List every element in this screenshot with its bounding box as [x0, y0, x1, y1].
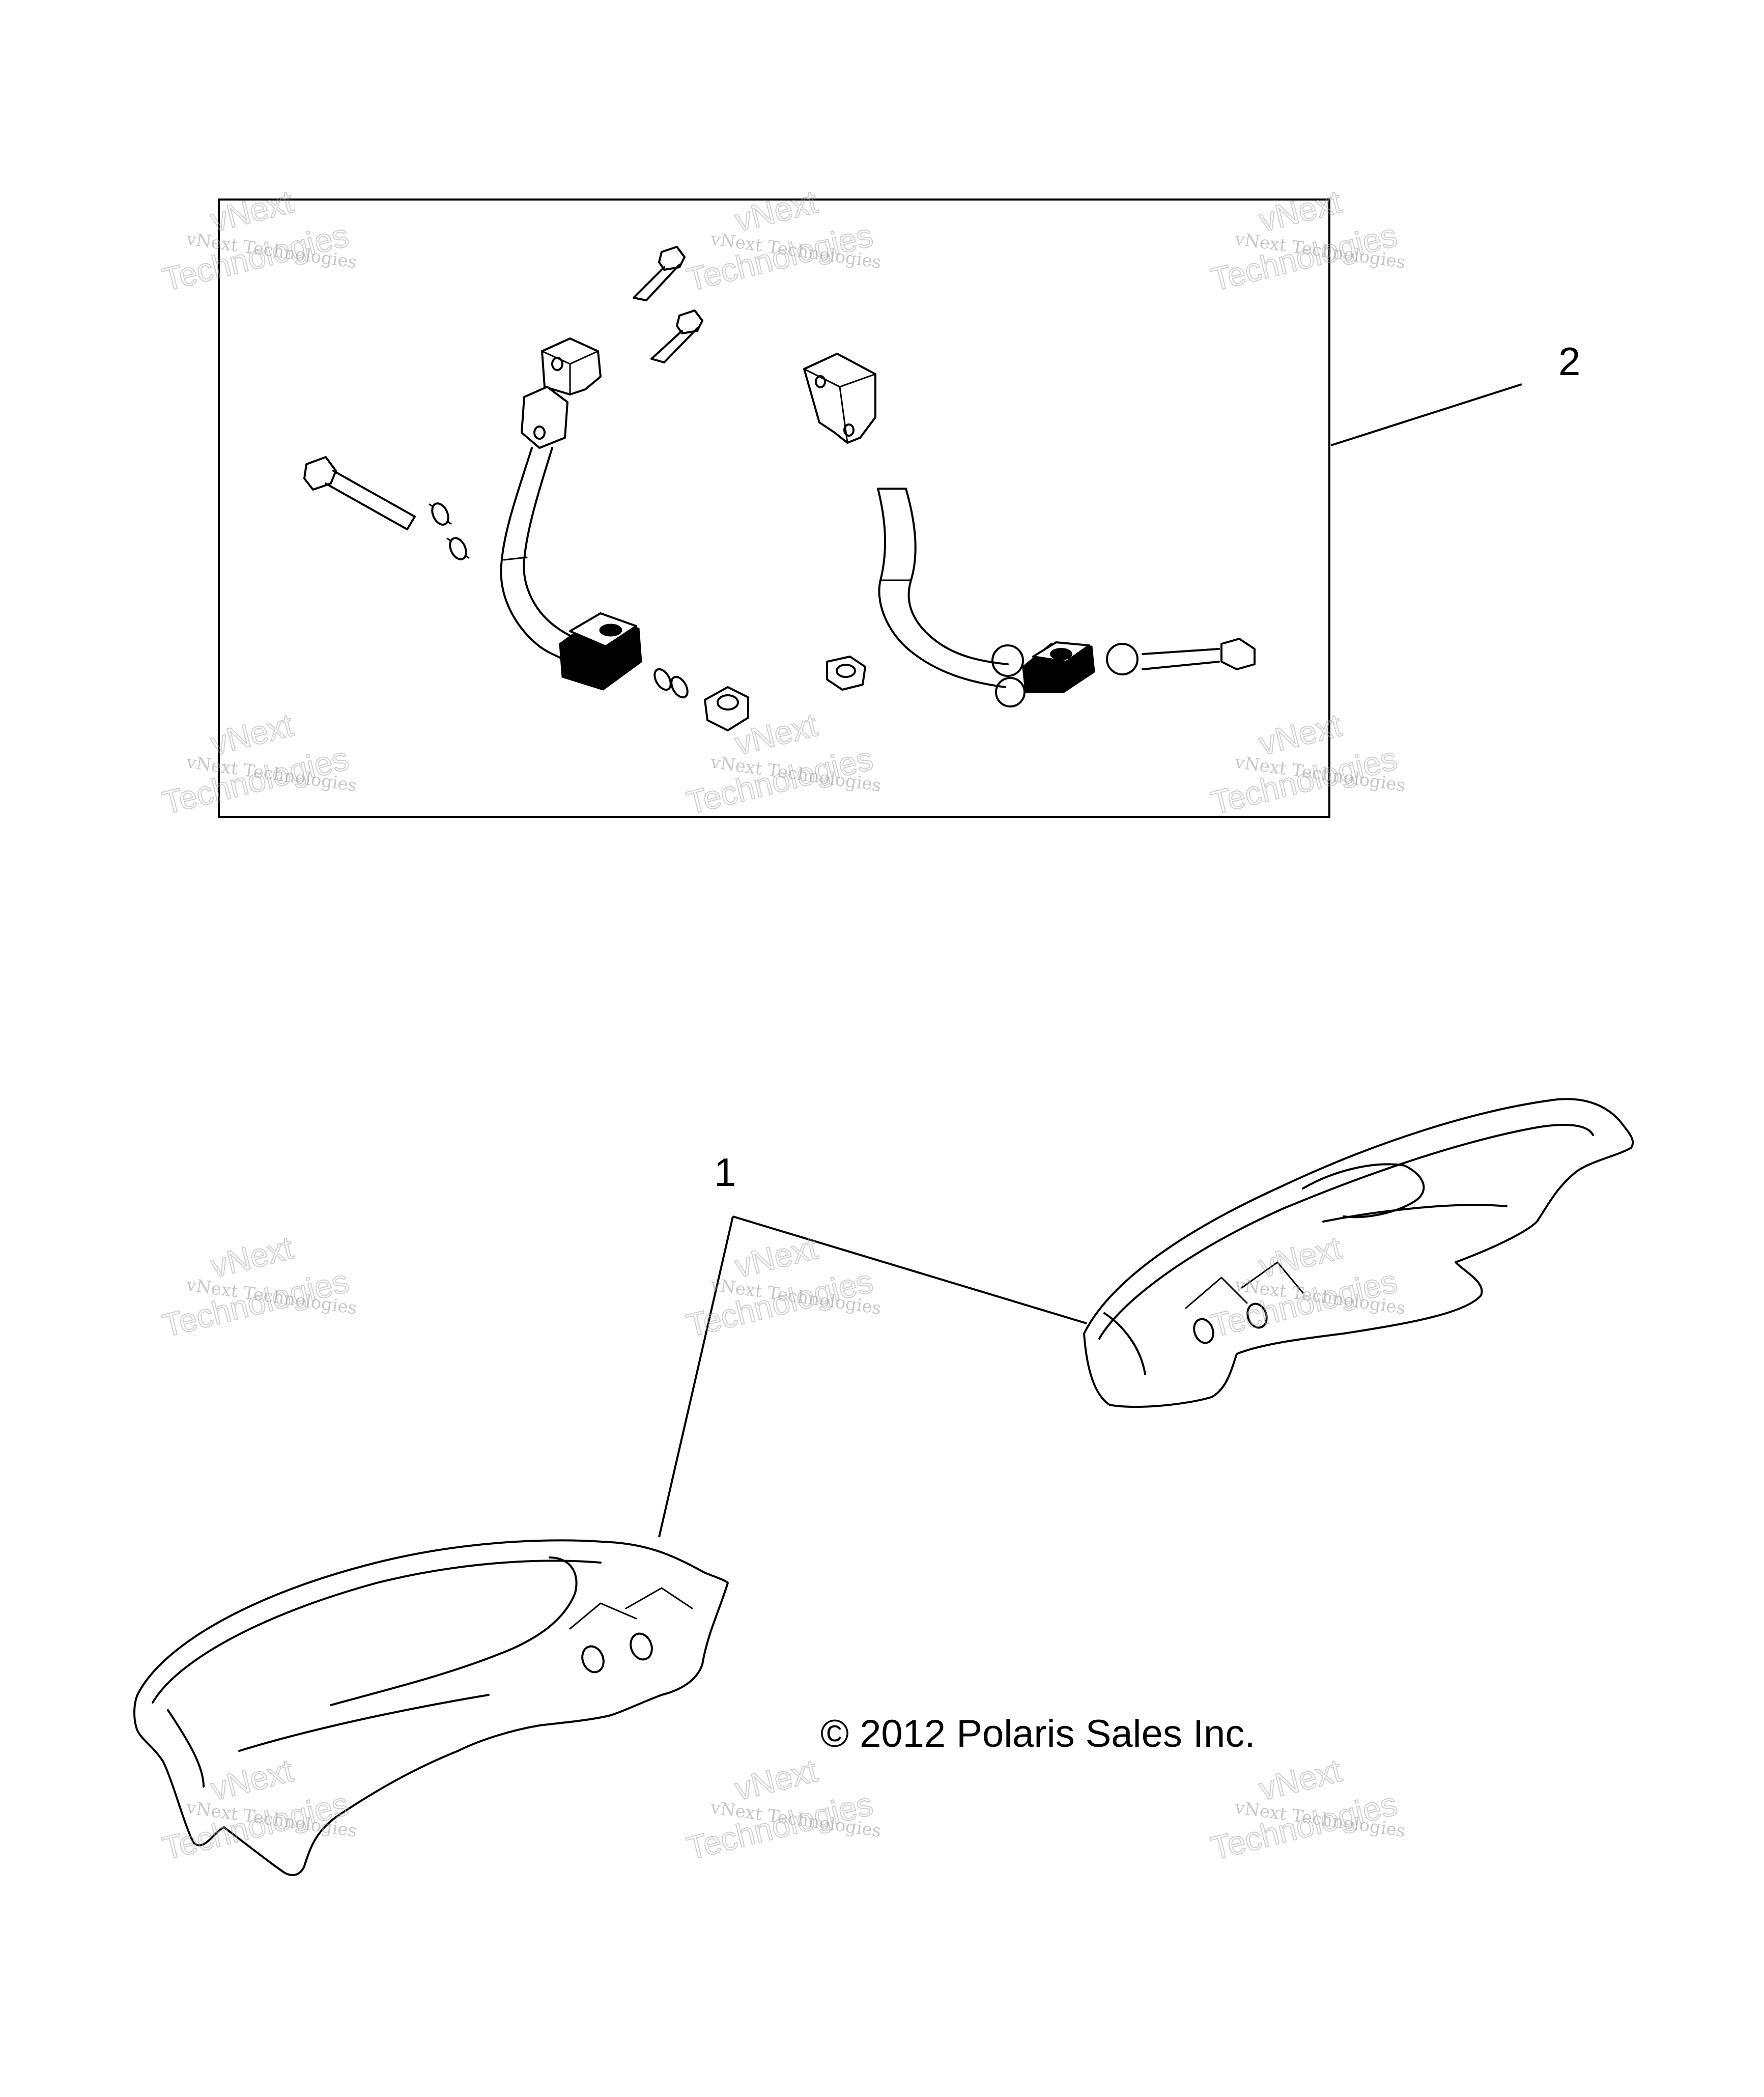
svg-text:vNext: vNext — [731, 1229, 821, 1285]
kit-box — [218, 199, 1330, 818]
svg-text:vNext: vNext — [207, 183, 297, 239]
watermark: vNext Technologies vNext Technologies — [158, 1229, 358, 1345]
left-clamp-bracket — [500, 337, 642, 691]
callout-2-leader — [1330, 383, 1522, 446]
svg-text:vNext: vNext — [1256, 706, 1345, 762]
watermark: vNext Technologies vNext Technologies — [682, 1229, 883, 1345]
right-handguard — [1083, 1098, 1634, 1408]
callout-1-number: 1 — [714, 1150, 736, 1195]
left-star-washers — [429, 502, 470, 560]
svg-text:vNext: vNext — [731, 1752, 821, 1807]
svg-text:vNext: vNext — [731, 183, 821, 239]
callout-2-number: 2 — [1558, 339, 1580, 384]
svg-text:vNext: vNext — [207, 1752, 297, 1807]
svg-text:vNext: vNext — [1256, 1752, 1345, 1807]
svg-text:vNext: vNext — [1256, 183, 1345, 239]
watermark: vNext Technologies vNext Technologies — [158, 1751, 358, 1867]
center-hardware — [653, 656, 866, 731]
watermark-grid: vNext Technologies vNext Technologies vN… — [158, 183, 1407, 1867]
svg-text:vNext: vNext — [1256, 1229, 1345, 1285]
callout-1-leader — [658, 1215, 1087, 1538]
watermark: vNext Technologies vNext Technologies — [1207, 706, 1407, 822]
left-handguard — [133, 1539, 729, 1876]
watermark: vNext Technologies vNext Technologies — [682, 1751, 883, 1867]
locating-pins — [633, 246, 703, 363]
watermark: vNext Technologies vNext Technologies — [1207, 1751, 1407, 1867]
copyright-notice: © 2012 Polaris Sales Inc. — [820, 1712, 1255, 1755]
right-clamp-bracket — [803, 353, 1095, 693]
watermark: vNext Technologies vNext Technologies — [1207, 1229, 1407, 1345]
svg-text:vNext: vNext — [207, 1229, 297, 1285]
right-bolt-and-washers — [991, 638, 1256, 707]
left-long-bolt — [303, 456, 416, 530]
watermark: vNext Technologies vNext Technologies — [158, 706, 358, 822]
svg-text:vNext: vNext — [207, 706, 297, 762]
